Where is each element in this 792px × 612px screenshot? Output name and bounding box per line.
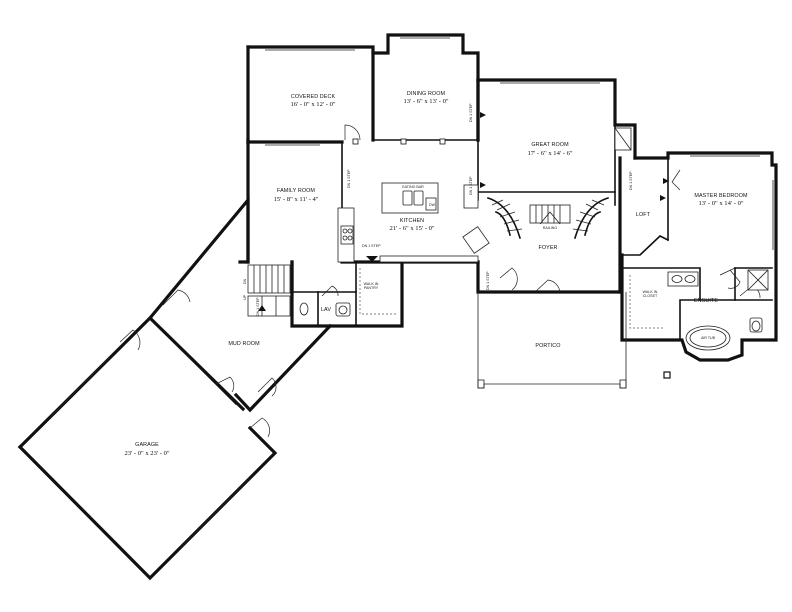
kitchen-name: KITCHEN (400, 218, 424, 224)
step-label-kitchen: DN 1 STEP (362, 244, 381, 248)
step-label-foyer: DN 1 STEP (486, 271, 490, 290)
stair-dn-label: DN (243, 278, 247, 284)
lav-name: LAV (321, 307, 331, 313)
interior-walls (291, 124, 773, 379)
family-room-dims: 15' - 8" x 11' - 4" (274, 196, 319, 203)
great-room-dims: 17' - 6" x 14' - 6" (527, 150, 572, 157)
foyer-name: FOYER (538, 245, 557, 251)
dining-room-name: DINING ROOM (407, 91, 446, 97)
master-bedroom-dims: 13' - 0" x 14' - 0" (698, 200, 743, 207)
mud-room-name: MUD ROOM (228, 341, 260, 347)
covered-deck-name: COVERED DECK (291, 94, 336, 100)
step-label-mud: DN 1 STEP (256, 297, 260, 316)
air-tub-label: AIR TUB (701, 336, 716, 340)
dw-label: DW (429, 203, 436, 207)
eating-bar-label: EATING BAR (402, 185, 424, 189)
exterior-walls (17, 33, 778, 581)
stair-up-label: UP (243, 294, 247, 300)
step-label-family: DN 1 STEP (347, 169, 351, 188)
room-labels: COVERED DECK 16' - 0" x 12' - 0" DINING … (124, 91, 748, 457)
portico-outline (477, 292, 627, 389)
windows (49, 37, 774, 549)
step-label-porch: DN 1 STEP (629, 171, 633, 190)
walk-in-closet-label-1: WALK IN (643, 290, 658, 294)
portico-name: PORTICO (535, 343, 560, 349)
step-label-dining: DN 1 STEP (469, 103, 473, 122)
covered-deck-dims: 16' - 0" x 12' - 0" (290, 101, 335, 108)
garage-dims: 23' - 0" x 23' - 0" (124, 450, 169, 457)
step-label-great: DN 1 STEP (469, 176, 473, 195)
doors (119, 124, 761, 438)
family-room-name: FAMILY ROOM (277, 188, 315, 194)
loft-name: LOFT (636, 212, 651, 218)
garage-name: GARAGE (135, 442, 159, 448)
kitchen-dims: 21' - 6" x 15' - 0" (389, 225, 434, 232)
ensuite-name: ENSUITE (694, 298, 718, 304)
great-room-name: GREAT ROOM (531, 142, 569, 148)
master-bedroom-name: MASTER BEDROOM (694, 193, 748, 199)
walk-in-closet-label-2: CLOSET (643, 294, 658, 298)
railing-label: RAILING (543, 226, 558, 230)
walk-in-pantry-label-2: PANTRY (364, 286, 379, 290)
dining-room-dims: 13' - 6" x 13' - 0" (403, 98, 448, 105)
walk-in-pantry-label-1: WALK IN (364, 282, 379, 286)
fixtures (258, 112, 769, 351)
